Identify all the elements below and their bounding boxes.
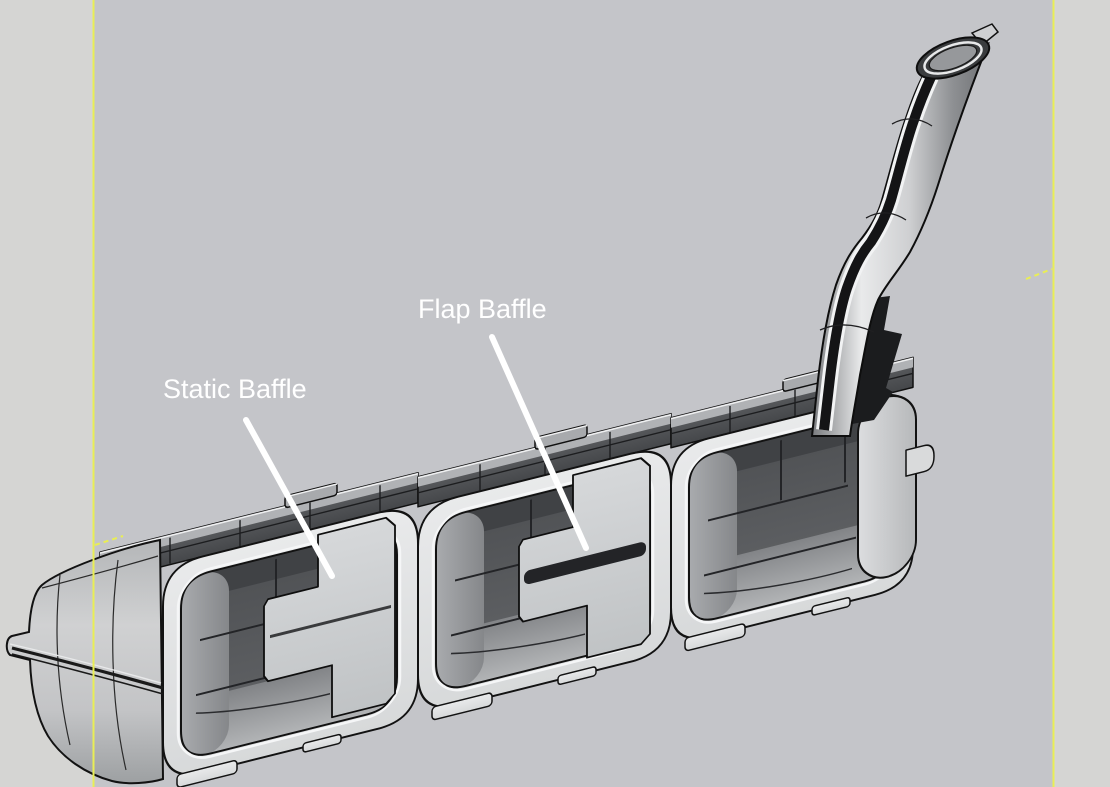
label-static-baffle: Static Baffle (163, 374, 307, 404)
static-baffle-plate (263, 516, 396, 719)
flap-baffle-slot (524, 542, 646, 585)
label-flap-baffle: Flap Baffle (418, 294, 547, 324)
tank-left-end-cap (5, 538, 165, 785)
leader-line-flap-baffle (489, 334, 589, 551)
tank-right-flange (905, 444, 935, 477)
section-line-dashed-left (94, 535, 124, 546)
annotation-leaders (243, 334, 589, 579)
filler-neck-pipe (810, 23, 1000, 437)
weld-flange-seam (11, 646, 164, 690)
filler-neck-mouth (915, 36, 991, 80)
pipe-inner-channel (819, 74, 936, 431)
section-guides (92, 0, 1055, 787)
section-margin-right (1053, 0, 1110, 787)
tank-bottom-step (176, 596, 851, 787)
leader-line-static-baffle (243, 417, 335, 579)
baffle-plates (263, 457, 651, 719)
section-line-dashed-right (1025, 268, 1053, 280)
